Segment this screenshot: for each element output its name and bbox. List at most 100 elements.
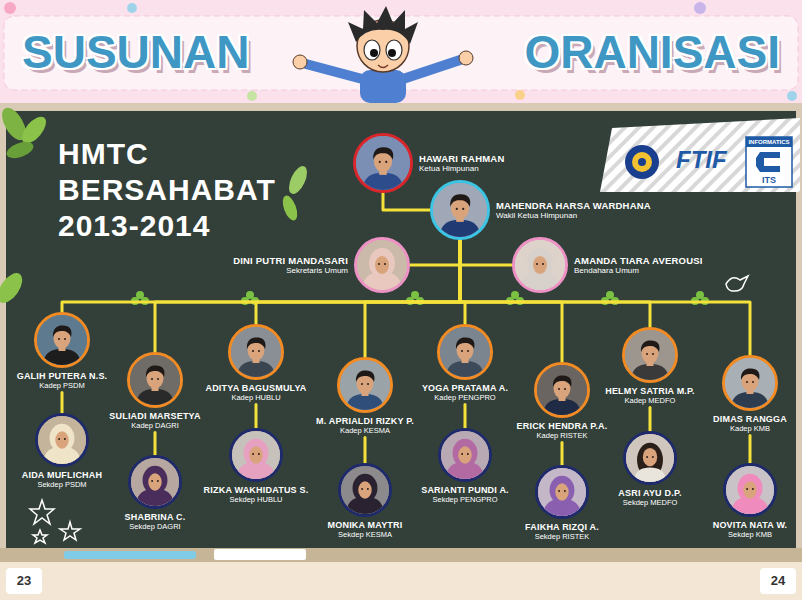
page-tab (6, 568, 42, 594)
hijab (50, 424, 75, 453)
member-node: SHABRINA C.Sekdep DAGRI (125, 455, 186, 531)
member-role: Sekdep PSDM (22, 481, 102, 490)
photo-ground (231, 327, 281, 377)
page-number: 23 (6, 573, 42, 589)
member-node: M. APRIALDI RIZKY P.Kadep KESMA (316, 357, 414, 435)
portrait-circle (228, 324, 284, 380)
portrait-photo (357, 240, 407, 290)
member-name: SULIADI MARSETYA (109, 411, 200, 422)
member-name: ERICK HENDRA P.A. (517, 421, 608, 432)
member-caption: NOVITA NATA W.Sekdep KMB (713, 520, 788, 539)
splash (4, 2, 16, 14)
eye (456, 208, 458, 210)
eye (462, 208, 464, 210)
member-node: YOGA PRATAMA A.Kadep PENGPRO (422, 324, 508, 402)
member-name: AIDA MUFLICHAH (22, 470, 102, 481)
hijab (143, 466, 168, 495)
shirt (237, 361, 275, 377)
eye (564, 388, 566, 390)
eye (378, 263, 380, 265)
portrait-photo (341, 466, 389, 514)
logo-text: FTIF (676, 146, 727, 174)
member-node: DINI PUTRI MANDASARISekretaris Umum (233, 237, 410, 293)
portrait-circle (337, 357, 393, 413)
org-connector (383, 193, 430, 210)
page-tab (760, 568, 796, 594)
portrait-circle (512, 237, 568, 293)
photo-ground (625, 330, 675, 380)
portrait-photo (37, 315, 87, 365)
face (555, 483, 568, 500)
member-caption: SULIADI MARSETYAKadep DAGRI (109, 411, 200, 430)
face (148, 473, 161, 490)
board-heading: HMTC BERSAHABAT 2013-2014 (58, 136, 298, 244)
eye (379, 161, 381, 163)
logo-strip (746, 137, 792, 147)
leaf (280, 194, 300, 223)
photo-ground (341, 466, 389, 514)
photo-ground (38, 416, 86, 464)
member-node: DIMAS RANGGAKadep KMB (713, 355, 787, 433)
member-node: SULIADI MARSETYAKadep DAGRI (109, 352, 200, 430)
shirt (43, 349, 81, 365)
page-number: 24 (760, 573, 796, 589)
photo-ground (340, 360, 390, 410)
portrait-circle (35, 413, 89, 467)
hair (741, 368, 760, 380)
eye (461, 350, 463, 352)
portrait-circle (354, 237, 410, 293)
photo-ground (131, 458, 179, 506)
portrait-circle (430, 180, 490, 240)
photo-ground (357, 240, 407, 290)
eye (58, 338, 60, 340)
member-node: ADITYA BAGUSMULYAKadep HUBLU (205, 324, 306, 402)
portrait-circle (127, 352, 183, 408)
member-name: AMANDA TIARA AVEROUSI (574, 255, 703, 266)
eye (151, 378, 153, 380)
eye (252, 453, 254, 455)
org-connector (460, 240, 750, 355)
chalk-tray (0, 548, 802, 562)
logo-box (746, 137, 792, 187)
member-caption: ERICK HENDRA P.A.Kadep RISTEK (517, 421, 608, 440)
photo-ground (433, 183, 487, 237)
member-name: NOVITA NATA W. (713, 520, 788, 531)
eye (64, 338, 66, 340)
photo-ground (726, 466, 774, 514)
logo-text: INFORMATICS (746, 138, 792, 146)
face (55, 431, 68, 448)
member-name: SARIANTI PUNDI A. (421, 485, 509, 496)
hijab (353, 474, 378, 503)
member-caption: ADITYA BAGUSMULYAKadep HUBLU (205, 383, 306, 402)
member-caption: MAHENDRA HARSA WARDHANAWakil Ketua Himpu… (496, 200, 651, 221)
eye (461, 453, 463, 455)
photo-ground (37, 315, 87, 365)
member-node: HELMY SATRIA M.P.Kadep MEDFO (605, 327, 695, 405)
eye (258, 453, 260, 455)
member-caption: RIZKA WAKHIDATUS S.Sekdep HUBLU (204, 485, 309, 504)
member-name: MONIKA MAYTRI (328, 520, 403, 531)
hair (553, 375, 572, 387)
member-name: MAHENDRA HARSA WARDHANA (496, 200, 651, 211)
member-name: M. APRIALDI RIZKY P. (316, 416, 414, 427)
member-name: HAWARI RAHMAN (419, 153, 504, 164)
portrait-circle (437, 324, 493, 380)
leaf (0, 269, 27, 307)
member-name: HELMY SATRIA M.P. (605, 386, 695, 397)
eye (564, 490, 566, 492)
member-node: RIZKA WAKHIDATUS S.Sekdep HUBLU (204, 428, 309, 504)
eye (361, 383, 363, 385)
splash (787, 91, 797, 101)
member-name: ASRI AYU D.P. (618, 488, 681, 499)
member-caption: GALIH PUTERA N.S.Kadep PSDM (17, 371, 108, 390)
portrait-photo (356, 136, 410, 190)
member-role: Sekdep KMB (713, 531, 788, 540)
eye (646, 456, 648, 458)
eye (652, 353, 654, 355)
emblem-ring (625, 145, 659, 179)
shirt (543, 399, 581, 415)
org-connector (460, 240, 650, 327)
hair (247, 337, 266, 349)
portrait-photo (726, 466, 774, 514)
